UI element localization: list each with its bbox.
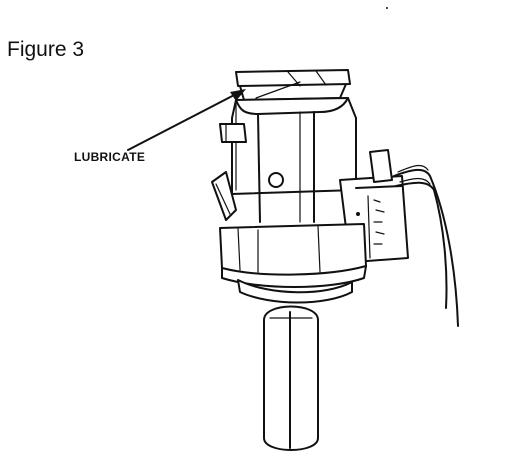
collar-ring (219, 223, 367, 288)
figure-title: Figure 3 (7, 38, 85, 61)
wire-harness (393, 164, 459, 327)
lubricate-arrow (127, 81, 301, 151)
upper-housing (231, 97, 357, 223)
lower-flange (237, 279, 353, 304)
center-screw (268, 172, 284, 188)
left-lever (211, 171, 237, 221)
lubricate-callout-label: LUBRICATE (74, 150, 146, 164)
control-stalk (263, 305, 319, 451)
speck-mark (386, 7, 388, 9)
side-tab (219, 123, 247, 143)
